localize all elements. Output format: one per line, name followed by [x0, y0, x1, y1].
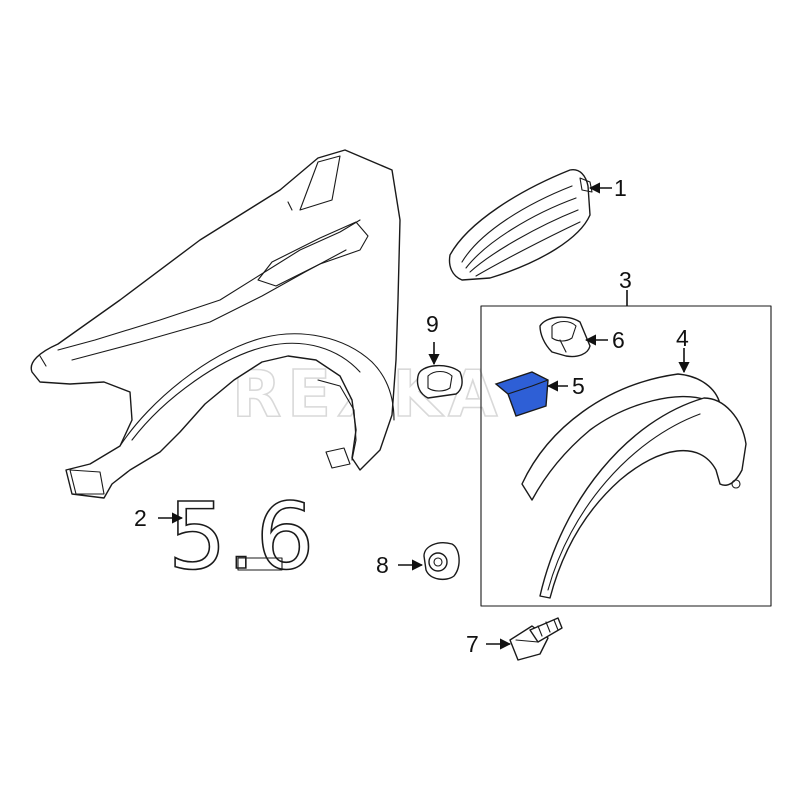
part-9-grommet	[416, 365, 463, 399]
callout-7: 7	[466, 631, 479, 657]
fender	[30, 149, 401, 499]
part-8-clip	[423, 542, 460, 581]
callout-8: 8	[376, 552, 389, 578]
callout-3: 3	[619, 267, 632, 293]
part-4-wheel-arch-molding	[521, 373, 747, 599]
callout-1: 1	[614, 175, 627, 201]
emblem-text: 5.6	[168, 483, 314, 590]
part-7-screw	[509, 617, 563, 661]
part-2-emblem: 5.6	[167, 482, 315, 591]
part-5-seal	[494, 371, 549, 417]
callout-6: 6	[612, 327, 625, 353]
callout-numbers: 1 2 3 4 5 6 7 8 9	[134, 175, 689, 657]
part-6-retainer	[539, 316, 591, 358]
leaders	[158, 182, 690, 650]
callout-4: 4	[676, 325, 689, 351]
part-3-kit-box	[480, 305, 772, 607]
callout-5: 5	[572, 373, 585, 399]
callout-9: 9	[426, 311, 439, 337]
part-1-grille	[448, 169, 593, 281]
callout-2: 2	[134, 505, 147, 531]
